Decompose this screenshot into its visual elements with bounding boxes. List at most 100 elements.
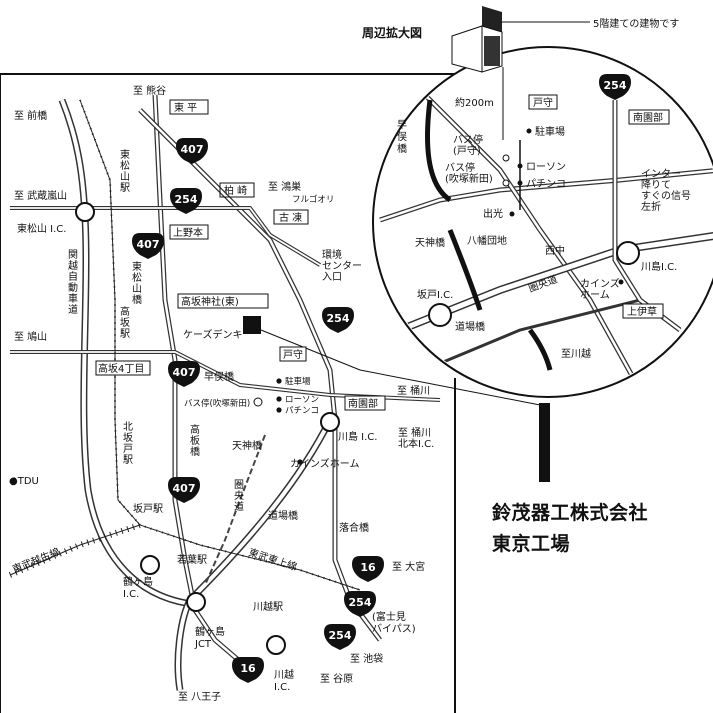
company-name: 鈴茂器工株式会社 [492, 502, 649, 524]
main-minamizonobu-label: 南園部 [348, 397, 378, 410]
svg-text:254: 254 [329, 629, 352, 642]
office-name: 東京工場 [492, 533, 571, 555]
ochiai-label: 落合橋 [339, 521, 369, 534]
inset-parking-label: 駐車場 [535, 125, 565, 138]
svg-text:16: 16 [360, 561, 376, 574]
main-ken-o-label: 圏央道 [234, 479, 244, 513]
lawson-dot [276, 396, 282, 402]
to-kumagaya-label: 至 熊谷 [133, 84, 166, 97]
inset-dojo-label: 道場橋 [455, 320, 485, 333]
kankyo-label: 環境センター入口 [322, 248, 362, 283]
kawajima-ic-marker [320, 412, 340, 432]
hayamata-bridge-label: 早俣橋 [204, 370, 234, 383]
route-254-shield: 254 [322, 307, 354, 333]
distance-label: 約200m [455, 96, 494, 109]
takasaka-jinja-label: 高坂神社(東) [181, 295, 239, 308]
svg-text:254: 254 [604, 79, 627, 92]
to-okegawa-kita-label: 至 桶川北本I.C. [398, 426, 434, 450]
tsurugashima-jct-marker [186, 592, 206, 612]
inset-kawajima-ic-label: 川島I.C. [641, 260, 677, 273]
factory-marker [243, 316, 261, 334]
inset-sakado-ic-label: 坂戸I.C. [417, 289, 453, 301]
to-maebashi-label: 至 前橋 [14, 109, 47, 122]
furugori-k-label: 古 凍 [279, 211, 302, 224]
kainz-dot [297, 459, 303, 465]
fujimi-label: (富士見バイパス) [372, 610, 416, 635]
main-tenjin-label: 天神橋 [232, 439, 262, 452]
sakado-st-label: 坂戸駅 [133, 503, 163, 515]
pointer-bar [539, 403, 550, 482]
to-okegawa-label: 至 桶川 [397, 384, 430, 397]
main-lawson-label: ローソン [285, 395, 319, 405]
kawagoe-ic-marker [266, 635, 286, 655]
route-254-shield: 254 [324, 624, 356, 650]
svg-text:254: 254 [349, 596, 372, 609]
main-kawajima-ic-label: 川島 I.C. [338, 430, 377, 443]
higashimatsuyama-ic-label: 東松山 I.C. [17, 222, 66, 235]
main-parking-label: 駐車場 [285, 376, 311, 387]
route-16-shield: 16 [232, 657, 264, 683]
inset-tomori-box: 戸守 [533, 96, 553, 109]
inset-to-kawagoe-label: 至川越 [561, 347, 591, 360]
to-bushi-label: 至 武蔵嵐山 [14, 189, 67, 202]
svg-text:407: 407 [181, 143, 204, 156]
main-kainz-label: カインズホーム [290, 457, 360, 470]
route-407-shield: 407 [132, 233, 164, 259]
tomori-label: 戸守 [283, 348, 303, 361]
to-yahara-label: 至 谷原 [320, 673, 353, 685]
inset-interchange-note: インター降りてすぐの信号左折 [641, 168, 691, 213]
building-icon [451, 6, 503, 73]
to-konosu-label: 至 鴻巣 [268, 180, 301, 193]
takasaka-st-label: 高坂駅 [120, 305, 130, 340]
higashimatsuyama-st-label: 東松山駅 [120, 148, 130, 194]
svg-text:407: 407 [173, 366, 196, 379]
route-407-shield: 407 [168, 361, 200, 387]
svg-text:254: 254 [175, 193, 198, 206]
route-407-shield: 407 [168, 477, 200, 503]
inset-dekou-label: 出光 [483, 207, 503, 220]
main-dojo-label: 道場橋 [268, 509, 298, 522]
tobu-ogose-railway [9, 524, 141, 576]
furugori-label: フルゴオリ [292, 194, 334, 205]
to-omiya-label: 至 大宮 [392, 560, 425, 573]
inset-route-254-shield: 254 [599, 74, 631, 100]
river [204, 434, 266, 586]
kan-etsu-label: 関越自動車道 [68, 249, 78, 316]
inset-tenjin-label: 天神橋 [415, 236, 445, 249]
main-bus-fukitsuka-label: バス停(吹塚新田) [184, 398, 250, 409]
inset-pachinko-label: パチンコ [526, 178, 566, 190]
higashimatsuyama-ic-marker [75, 202, 95, 222]
inset-map: 周辺拡大図 5階建ての建物です 約200m 戸守 駐車場 南園部 ローソン パチ… [362, 6, 713, 398]
route-254-shield: 254 [170, 188, 202, 214]
pachinko-dot [276, 407, 282, 413]
inset-hayamata-label: 早俣橋 [397, 119, 407, 155]
inset-title: 周辺拡大図 [362, 25, 422, 40]
main-pachinko-label: パチンコ [285, 406, 319, 416]
to-hatoyama-label: 至 鳩山 [14, 330, 47, 343]
wakaba-st-label: 若葉駅 [177, 553, 207, 566]
inset-bus-fukitsuka-label: バス停(吹塚新田) [445, 161, 493, 185]
tdu-dot [11, 477, 17, 483]
kitasakado-st-label: 北坂戸駅 [123, 421, 133, 466]
route-254-shield: 254 [344, 591, 376, 617]
bus-stop-dot [253, 397, 263, 407]
svg-text:16: 16 [240, 662, 256, 675]
tsurugashima-ic-marker [140, 555, 160, 575]
kawagoe-st-label: 川越駅 [253, 600, 283, 613]
main-map: 至 熊谷 東 平 至 前橋 柏 崎 至 鴻巣 至 武蔵嵐山 東松山 I.C. フ… [0, 73, 541, 713]
inset-bus-tomori-label: バス停(戸守) [453, 133, 483, 157]
kezu-label: ケーズデンキ [183, 328, 243, 341]
building-note: 5階建ての建物です [593, 17, 679, 30]
inset-minamizonobu-label: 南園部 [633, 111, 663, 124]
tdu-label: ●TDU [9, 476, 39, 487]
company-block: 鈴茂器工株式会社 東京工場 [492, 498, 648, 560]
takaita-bridge-label: 高板橋 [190, 423, 200, 458]
inset-yawata-label: 八幡団地 [467, 234, 507, 247]
inset-lawson-label: ローソン [526, 162, 566, 173]
to-ikebukuro-label: 至 池袋 [350, 652, 383, 665]
inset-kainz-label: カインズホーム [580, 277, 620, 301]
kashiwazaki-label: 柏 崎 [224, 184, 247, 197]
